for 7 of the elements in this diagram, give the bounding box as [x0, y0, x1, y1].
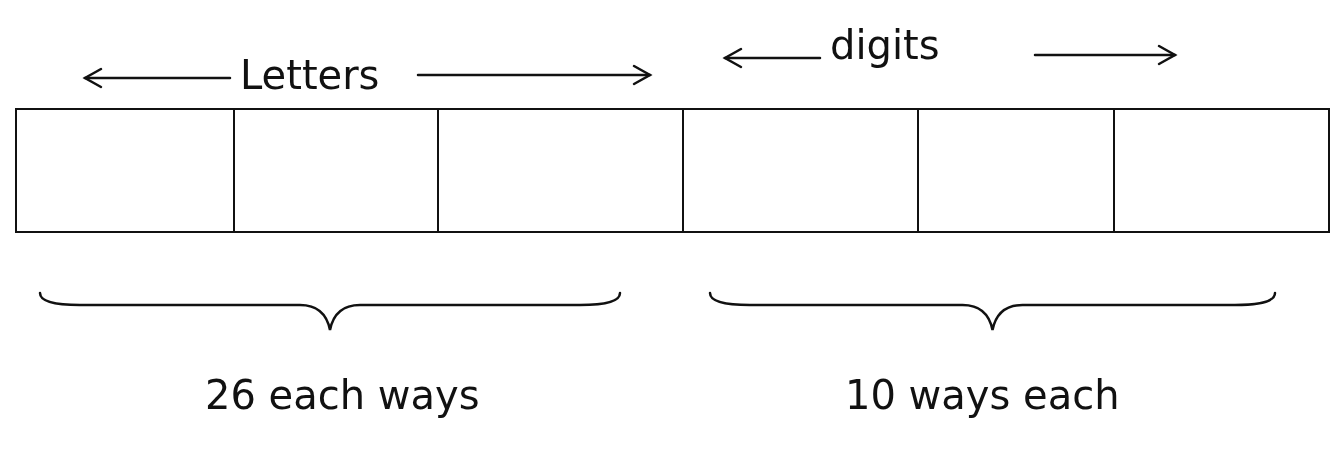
empty-cell [233, 108, 439, 233]
empty-cell [917, 108, 1115, 233]
empty-cell [15, 108, 235, 233]
empty-cell [1113, 108, 1330, 233]
heading-label: Letters [240, 55, 380, 95]
empty-cell [437, 108, 684, 233]
empty-cell [682, 108, 919, 233]
